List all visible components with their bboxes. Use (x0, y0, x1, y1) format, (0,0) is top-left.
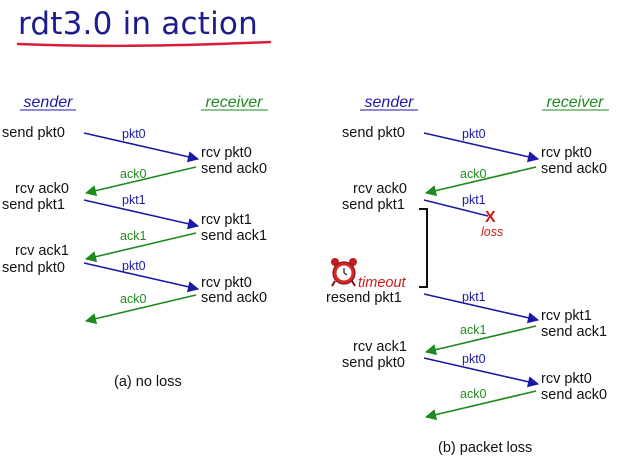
panel-a-sender-event: send pkt0 (2, 125, 65, 141)
panel-a-msg-label: pkt0 (122, 259, 146, 273)
panel-b-receiver-event: send ack1 (541, 324, 607, 340)
panel-a-pkt-arrow (83, 132, 200, 163)
panel-b-msg-label: pkt0 (462, 127, 486, 141)
panel-b-msg-label: ack0 (460, 167, 486, 181)
panel-b-msg-label: pkt1 (462, 193, 486, 207)
panel-a-msg-label: ack1 (120, 229, 146, 243)
panel-b-sender-event: resend pkt1 (326, 290, 402, 306)
panel-b-caption: (b) packet loss (438, 440, 532, 456)
panel-b-msg-label: ack0 (460, 387, 486, 401)
panel-b-sender-event: rcv ack1 (353, 339, 407, 355)
panel-a-caption: (a) no loss (114, 374, 182, 390)
panel-a-ack-arrow (84, 294, 197, 325)
panel-a-pkt-arrow (83, 199, 200, 230)
panel-b-receiver-event: send ack0 (541, 161, 607, 177)
panel-a-sender-header: sender (24, 94, 74, 111)
panel-b-receiver-event: rcv pkt0 (541, 371, 592, 387)
panel-b-pkt-arrow (423, 357, 540, 388)
panel-a-ack-arrow (84, 166, 197, 197)
panel-a-msg-label: ack0 (120, 292, 146, 306)
panel-b-sender-event: send pkt0 (342, 355, 405, 371)
timeout-label: timeout (358, 275, 407, 291)
panel-b-pkt-arrow (423, 293, 540, 324)
panel-a-receiver-event: send ack1 (201, 228, 267, 244)
panel-a-sender-event: send pkt0 (2, 260, 65, 276)
panel-a-ack-arrow (84, 232, 197, 263)
panel-b-sender-header: sender (365, 94, 415, 111)
panel-a-receiver-event: rcv pkt1 (201, 212, 252, 228)
panel-b-msg-label: pkt0 (462, 352, 486, 366)
alarm-clock-icon (331, 258, 357, 287)
panel-b-receiver-header: receiver (547, 94, 605, 111)
loss-label: loss (481, 225, 503, 239)
panel-a-receiver-event: rcv pkt0 (201, 145, 252, 161)
panel-b-msg-label: pkt1 (462, 290, 486, 304)
panel-b-ack-arrow (424, 166, 537, 197)
panel-b-sender-event: rcv ack0 (353, 181, 407, 197)
panel-b-lost-pkt-arrow (423, 199, 489, 217)
panel-b-sender-event: send pkt0 (342, 125, 405, 141)
panel-a-receiver-event: send ack0 (201, 161, 267, 177)
slide-title: rdt3.0 in action (18, 6, 258, 42)
panel-b-ack-arrow (424, 325, 537, 356)
panel-a-sender-event: rcv ack1 (15, 243, 69, 259)
panel-a-receiver-header: receiver (206, 94, 264, 111)
panel-b-sender-event: send pkt1 (342, 197, 405, 213)
panel-a-pkt-arrow (83, 262, 200, 293)
panel-b-packet-loss: sender receiver send pkt0 rcv ack0 send … (326, 94, 609, 456)
panel-a-msg-label: pkt0 (122, 127, 146, 141)
panel-a-receiver-event: send ack0 (201, 290, 267, 306)
panel-a-sender-event: rcv ack0 (15, 181, 69, 197)
panel-a-msg-label: ack0 (120, 167, 146, 181)
panel-b-pkt-arrow (423, 132, 540, 163)
timeout-bracket (419, 208, 428, 288)
title-underline (16, 40, 272, 47)
panel-a-msg-label: pkt1 (122, 193, 146, 207)
panel-b-receiver-event: send ack0 (541, 387, 607, 403)
panel-a-receiver-event: rcv pkt0 (201, 275, 252, 291)
panel-b-receiver-event: rcv pkt1 (541, 308, 592, 324)
panel-a-sender-event: send pkt1 (2, 197, 65, 213)
panel-b-msg-label: ack1 (460, 323, 486, 337)
loss-x-mark: X (485, 209, 496, 226)
panel-a-no-loss: sender receiver send pkt0 rcv ack0 send … (2, 94, 268, 390)
panel-b-receiver-event: rcv pkt0 (541, 145, 592, 161)
panel-b-ack-arrow (424, 390, 537, 421)
